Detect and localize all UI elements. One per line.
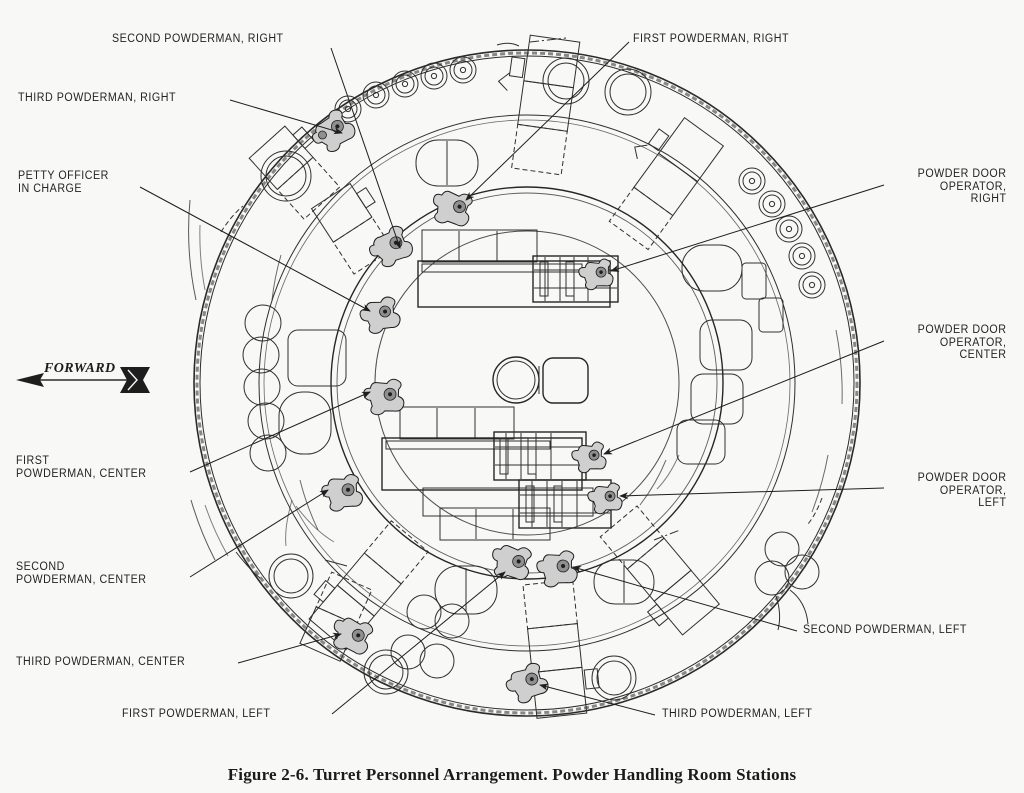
figure-third-powderman-left	[505, 662, 549, 704]
figure-second-powderman-center	[321, 474, 363, 512]
figure-petty-officer-in-charge	[359, 296, 401, 334]
leader-petty-officer	[139, 186, 371, 312]
forward-direction-label: FORWARD	[44, 361, 116, 376]
leader-first-powderman-center	[189, 391, 371, 473]
leader-first-powderman-right	[465, 41, 630, 201]
figure-second-powderman-right	[369, 225, 413, 268]
label-powder-door-operator-right: POWDER DOOR OPERATOR, RIGHT	[917, 168, 1006, 206]
label-first-powderman-left: FIRST POWDERMAN, LEFT	[122, 708, 271, 720]
label-second-powderman-left: SECOND POWDERMAN, LEFT	[803, 624, 967, 636]
label-third-powderman-center: THIRD POWDERMAN, CENTER	[16, 656, 186, 668]
powder-hoist-circles	[260, 57, 652, 701]
turret-center-column	[492, 356, 589, 404]
label-first-powderman-right: FIRST POWDERMAN, RIGHT	[633, 33, 790, 45]
powder-case-cluster-upper	[334, 56, 477, 123]
figure-first-powderman-left	[492, 544, 532, 581]
leader-powder-door-operator-right	[610, 184, 885, 272]
powder-car-modules	[248, 34, 725, 719]
label-powder-door-operator-center: POWDER DOOR OPERATOR, CENTER	[917, 324, 1006, 362]
figure-powder-door-operator-left	[587, 482, 623, 515]
label-petty-officer-in-charge: PETTY OFFICER IN CHARGE	[18, 170, 109, 195]
leader-powder-door-operator-center	[603, 340, 885, 455]
turret-outer-shell	[193, 49, 861, 717]
deck-detail-lines	[220, 37, 823, 579]
label-third-powderman-right: THIRD POWDERMAN, RIGHT	[18, 92, 177, 104]
label-second-powderman-right: SECOND POWDERMAN, RIGHT	[112, 33, 284, 45]
leader-first-powderman-left	[331, 571, 506, 715]
leader-second-powderman-left	[572, 565, 798, 632]
turret-intermediate-ring	[258, 114, 796, 652]
powder-tank-clusters	[242, 139, 820, 679]
figure-caption: Figure 2-6. Turret Personnel Arrangement…	[227, 765, 797, 784]
leader-lines	[139, 41, 885, 716]
figure-first-powderman-center	[363, 378, 405, 416]
figure-first-powderman-right	[433, 190, 473, 227]
forward-direction-arrow	[16, 367, 150, 393]
figure-second-powderman-left	[536, 550, 578, 588]
label-powder-door-operator-left: POWDER DOOR OPERATOR, LEFT	[917, 472, 1006, 510]
powder-case-cluster-right	[738, 167, 826, 299]
figure-powder-door-operator-right	[578, 258, 614, 291]
leader-third-powderman-left	[539, 683, 656, 716]
leader-powder-door-operator-left	[619, 487, 885, 500]
leader-third-powderman-center	[237, 632, 342, 664]
label-third-powderman-left: THIRD POWDERMAN, LEFT	[662, 708, 813, 720]
label-first-powderman-center: FIRST POWDERMAN, CENTER	[16, 455, 147, 480]
bulkhead-arc-fragments	[188, 199, 843, 561]
label-second-powderman-center: SECOND POWDERMAN, CENTER	[16, 561, 147, 586]
figure-powder-door-operator-center	[571, 441, 607, 474]
leader-second-powderman-center	[189, 489, 329, 578]
powder-hoist-assembly-lower	[381, 406, 612, 541]
figure-third-powderman-center	[333, 617, 374, 655]
leader-second-powderman-right	[330, 47, 401, 249]
leader-third-powderman-right	[229, 99, 343, 135]
